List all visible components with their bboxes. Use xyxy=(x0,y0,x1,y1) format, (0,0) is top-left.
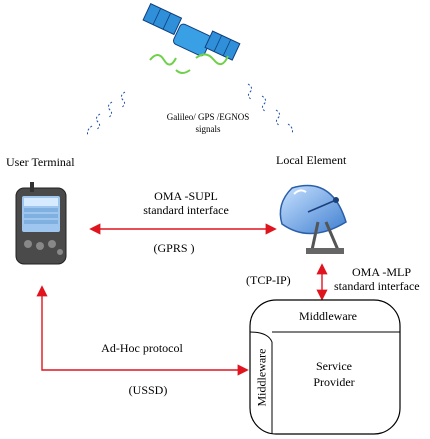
middleware-box xyxy=(249,299,401,435)
signal-waves-left xyxy=(87,91,126,137)
satellite-dish-icon xyxy=(279,184,347,254)
signal-label-line2: signals xyxy=(195,124,221,134)
mlp-label-line2: standard interface xyxy=(334,280,420,293)
signal-waves-right xyxy=(247,83,293,135)
middleware-top-label: Middleware xyxy=(299,309,357,323)
ussd-label: (USSD) xyxy=(128,383,168,397)
service-provider-line2: Provider xyxy=(313,375,355,389)
mlp-label-line1: OMA -MLP xyxy=(352,265,412,279)
adhoc-arrow xyxy=(36,285,249,376)
tcpip-label: (TCP-IP) xyxy=(246,273,291,287)
gprs-label: (GPRS ) xyxy=(153,241,195,255)
middleware-side-label: Middleware xyxy=(254,348,269,407)
pda-icon xyxy=(15,182,67,265)
satellite-icon xyxy=(142,3,241,74)
user-terminal-label: User Terminal xyxy=(6,155,75,169)
signal-label-line1: Galileo/ GPS /EGNOS xyxy=(166,112,250,122)
local-element-label: Local Element xyxy=(276,153,347,167)
supl-label-line2: standard interface xyxy=(143,203,229,217)
supl-label-line1: OMA -SUPL xyxy=(154,189,218,203)
adhoc-label: Ad-Hoc protocol xyxy=(101,341,183,355)
service-provider-line1: Service xyxy=(316,359,352,373)
